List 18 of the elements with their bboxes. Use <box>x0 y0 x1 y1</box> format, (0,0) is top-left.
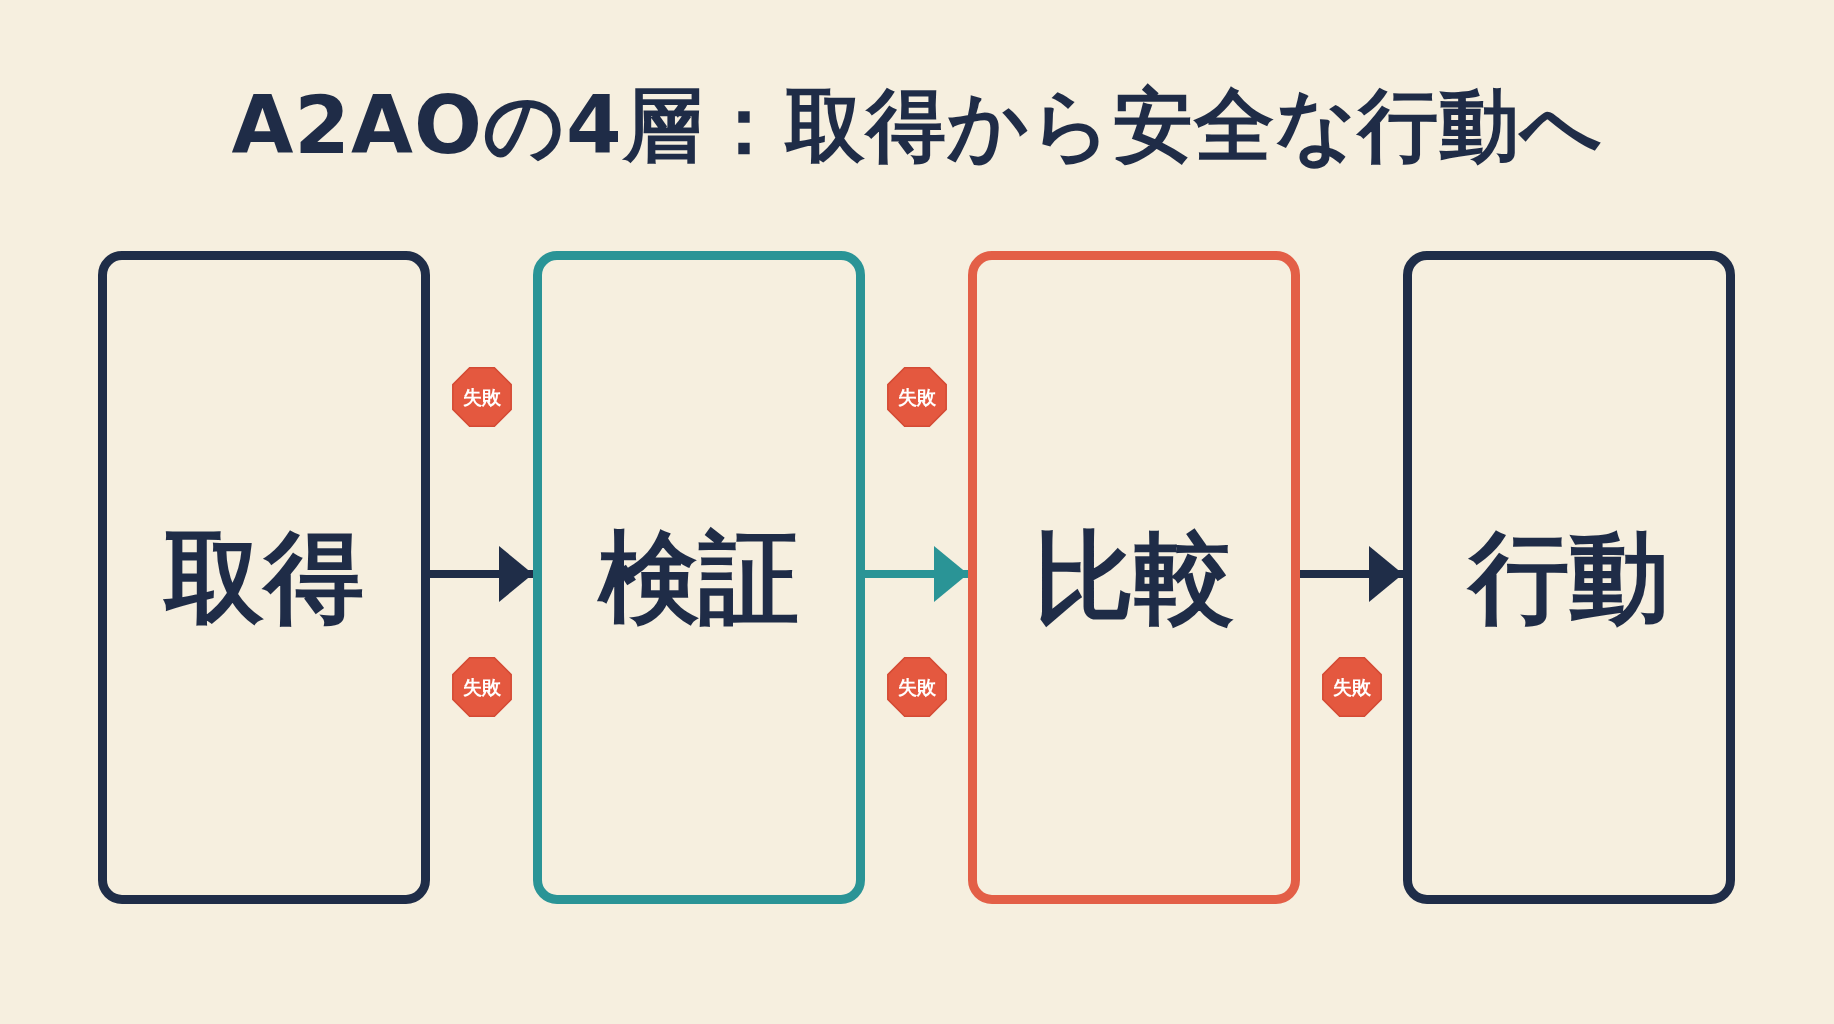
failure-octagon <box>887 367 947 427</box>
stage-box <box>98 251 430 904</box>
failure-octagon <box>452 657 512 717</box>
title: A2AOの4層：取得から安全な行動へ <box>231 82 1603 170</box>
stage-box <box>533 251 865 904</box>
failure-octagon <box>1322 657 1382 717</box>
failure-label: 失敗 <box>898 677 936 697</box>
stage-label: 比較 <box>1034 527 1234 628</box>
stage-label: 取得 <box>164 527 364 628</box>
stage-box <box>968 251 1300 904</box>
failure-label: 失敗 <box>1333 677 1371 697</box>
stage-label: 検証 <box>599 527 799 628</box>
failure-label: 失敗 <box>898 387 936 407</box>
failure-octagon <box>887 657 947 717</box>
stage-box <box>1403 251 1735 904</box>
failure-label: 失敗 <box>463 387 501 407</box>
failure-octagon <box>452 367 512 427</box>
failure-label: 失敗 <box>463 677 501 697</box>
